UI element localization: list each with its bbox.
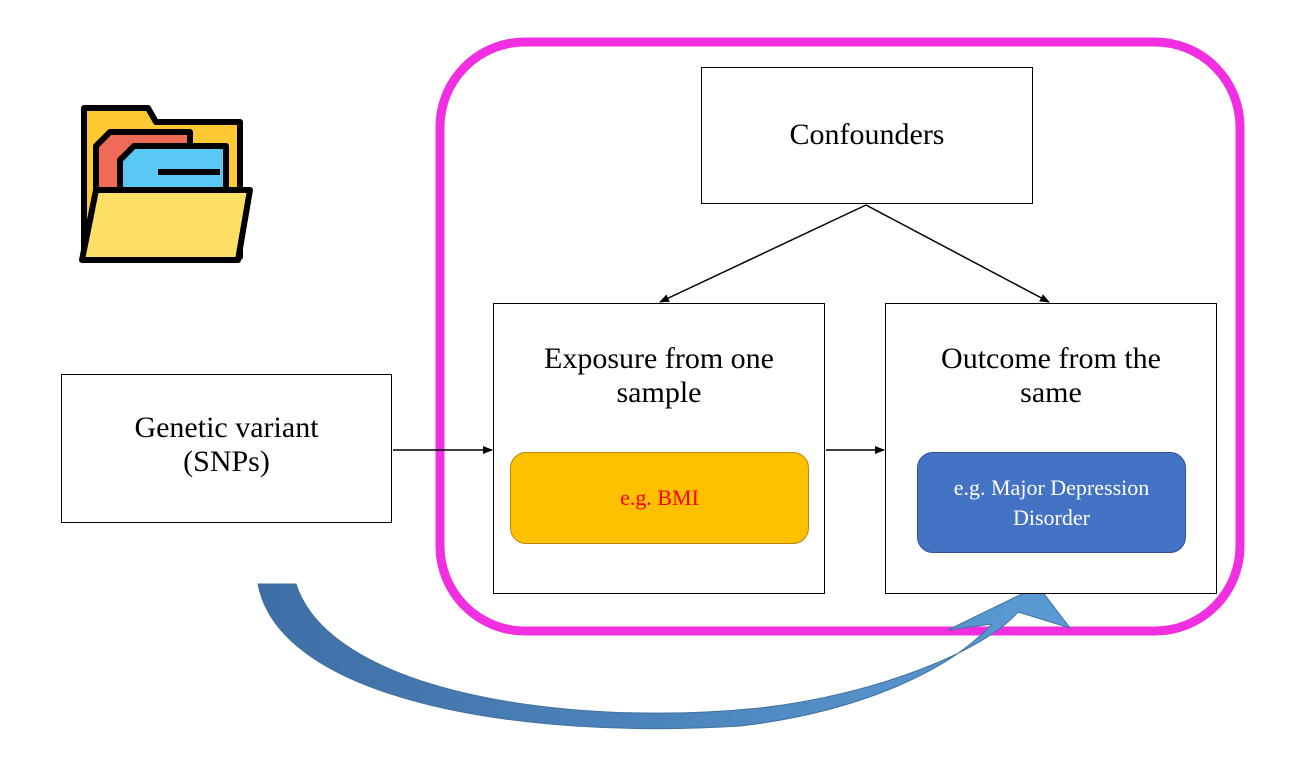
curved-arrow-genetic-to-outcome xyxy=(257,583,1072,730)
exposure-example-label: e.g. BMI xyxy=(620,485,699,510)
outcome-example-label-line1: e.g. Major Depression xyxy=(953,474,1150,500)
genetic-variant-label-line1: Genetic variant xyxy=(134,411,319,444)
confounders-label: Confounders xyxy=(789,118,945,151)
outcome-label-line2: same xyxy=(1020,376,1082,409)
outcome-box: Outcome from the same e.g. Major Depress… xyxy=(885,303,1217,594)
edge-confounders-to-outcome xyxy=(865,204,1050,303)
outcome-example-label-line2: Disorder xyxy=(1013,504,1090,530)
genetic-variant-box: Genetic variant (SNPs) xyxy=(61,374,392,523)
outcome-example-pill: e.g. Major Depression Disorder xyxy=(917,452,1186,553)
genetic-variant-label-line2: (SNPs) xyxy=(183,445,270,478)
exposure-label-line2: sample xyxy=(616,376,702,409)
exposure-box: Exposure from one sample e.g. BMI xyxy=(493,303,825,594)
same-sample-frame xyxy=(435,37,1245,636)
confounders-box: Confounders xyxy=(701,67,1033,204)
folder-icon xyxy=(79,105,253,263)
exposure-example-pill: e.g. BMI xyxy=(510,452,809,544)
edge-confounders-to-exposure xyxy=(659,204,867,303)
outcome-label-line1: Outcome from the xyxy=(941,342,1161,375)
exposure-label-line1: Exposure from one xyxy=(544,342,774,375)
